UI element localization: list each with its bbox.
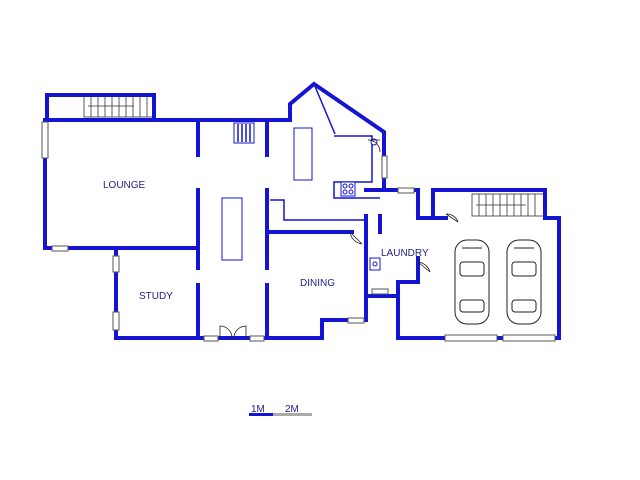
scale-label-1m: 1M — [251, 404, 265, 415]
stair-garage — [471, 193, 545, 217]
doors — [219, 139, 459, 339]
car-right — [506, 239, 542, 325]
windows — [41, 121, 556, 342]
room-label-study: STUDY — [139, 291, 173, 302]
stair-top-left — [83, 94, 155, 118]
scale-label-2m: 2M — [285, 404, 299, 415]
scale-segment-light — [273, 413, 312, 416]
walls — [43, 81, 561, 340]
room-label-lounge: LOUNGE — [103, 180, 146, 191]
room-label-laundry: LAUNDRY — [381, 248, 429, 259]
kitchen-fittings — [221, 122, 381, 271]
car-left — [454, 239, 490, 325]
scale-segment-dark — [249, 413, 273, 416]
room-label-dining: DINING — [300, 278, 335, 289]
scale-bar: 1M 2M — [249, 404, 312, 416]
